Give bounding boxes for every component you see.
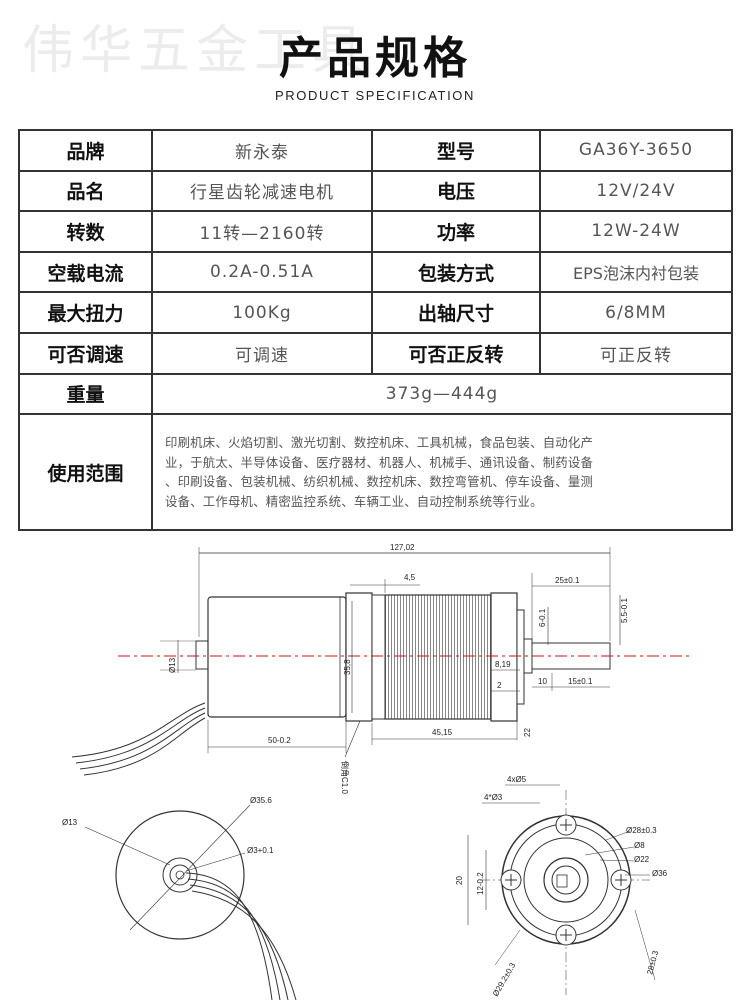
spec-row: 可否调速 可调速 可否正反转 可正反转 [18,331,733,375]
dim-total-length: 127,02 [390,543,415,552]
dim-45-15: 45,15 [432,728,453,737]
spec-value: 新永泰 [151,129,373,172]
front-dim-d29: Ø29.2±0.3 [491,961,518,998]
front-dim-holes4b: 4*Ø3 [484,793,503,802]
dim-chamfer: 倒角C1.0 [340,761,350,794]
spec-label: 最大扭力 [18,291,153,334]
spec-label: 电压 [371,169,541,213]
dim-15: 15±0.1 [568,677,593,686]
application-row: 使用范围 印刷机床、火焰切割、激光切割、数控机床、工具机械，食品包装、自动化产 … [18,413,733,532]
dim-2: 2 [497,681,502,690]
spec-table: 品牌 新永泰 型号 GA36Y-3650 品名 行星齿轮减速电机 电压 12V/… [18,129,733,532]
spec-label: 空载电流 [18,250,153,294]
spec-row: 品名 行星齿轮减速电机 电压 12V/24V [18,169,733,213]
application-text: 印刷机床、火焰切割、激光切割、数控机床、工具机械，食品包装、自动化产 业，于航太… [151,413,733,532]
screw-icon [500,869,522,891]
application-label: 使用范围 [18,413,153,532]
dim-d13: Ø13 [168,657,177,673]
application-line: 印刷机床、火焰切割、激光切割、数控机床、工具机械，食品包装、自动化产 [165,435,594,451]
spec-value: 6/8MM [539,291,733,334]
back-dim-d13: Ø13 [62,818,78,827]
spec-value: 行星齿轮减速电机 [151,169,373,213]
back-view: Ø13 Ø35.6 Ø3+0.1 [62,796,297,1000]
dim-6: 6-0.1 [538,608,547,627]
screw-icon [610,869,632,891]
spec-label: 可否调速 [18,331,153,375]
weight-label: 重量 [18,372,153,416]
spec-label: 品牌 [18,129,153,172]
spec-row: 最大扭力 100Kg 出轴尺寸 6/8MM [18,291,733,334]
side-view: 127,02 4,5 25±0.1 6-0.1 5.5-0.1 Ø13 35,8… [71,543,690,794]
spec-value: 可调速 [151,331,373,375]
spec-label: 转数 [18,210,153,253]
dim-4-5: 4,5 [404,573,416,582]
front-dim-d28: Ø28±0.3 [626,826,657,835]
dim-10: 10 [538,677,547,686]
spec-value: 12W-24W [539,210,733,253]
spec-label: 品名 [18,169,153,213]
spec-row: 品牌 新永泰 型号 GA36Y-3650 [18,129,733,172]
front-view: 4xØ5 4*Ø3 20 12-0.2 Ø28±0.3 Ø8 Ø22 Ø36 Ø… [455,775,668,998]
spec-value: GA36Y-3650 [539,129,733,172]
spec-row: 空载电流 0.2A-0.51A 包装方式 EPS泡沫内衬包装 [18,250,733,294]
spec-value: 0.2A-0.51A [151,250,373,294]
spec-label: 型号 [371,129,541,172]
spec-row: 转数 11转—2160转 功率 12W-24W [18,210,733,253]
application-line: 设备、工作母机、精密监控系统、车辆工业、自动控制系统等行业。 [165,493,543,509]
screw-icon [555,814,577,836]
spec-label: 包装方式 [371,250,541,294]
front-dim-h20: 20 [455,876,464,885]
front-dim-d22: Ø22 [634,855,650,864]
spec-value: 12V/24V [539,169,733,213]
technical-drawing: 127,02 4,5 25±0.1 6-0.1 5.5-0.1 Ø13 35,8… [62,543,690,1000]
dim-5-5: 5.5-0.1 [620,598,629,623]
spec-value: 可正反转 [539,331,733,375]
dim-50: 50-0.2 [268,736,291,745]
spec-label: 出轴尺寸 [371,291,541,334]
page-title: 产品规格 [279,33,471,84]
dim-8-19: 8,19 [495,660,511,669]
weight-value: 373g—444g [151,372,733,416]
watermark: 伟华五金工具 [22,21,371,81]
back-dim-d35-6: Ø35.6 [250,796,272,805]
spec-label: 功率 [371,210,541,253]
spec-value: 11转—2160转 [151,210,373,253]
back-dim-d3: Ø3+0.1 [247,846,274,855]
dim-22: 22 [523,728,532,737]
spec-value: EPS泡沫内衬包装 [539,250,733,294]
front-dim-d8: Ø8 [634,841,645,850]
application-line: 、印刷设备、包装机械、纺织机械、数控机床、数控弯管机、停车设备、量测 [165,474,594,490]
screw-icon [555,924,577,946]
dim-25: 25±0.1 [555,576,580,585]
spec-value: 100Kg [151,291,373,334]
front-dim-d36: Ø36 [652,869,668,878]
front-dim-h12: 12-0.2 [476,872,485,895]
application-line: 业，于航太、半导体设备、医疗器材、机器人、机械手、通讯设备、制药设备 [165,454,594,470]
weight-row: 重量 373g—444g [18,372,733,416]
page-subtitle: PRODUCT SPECIFICATION [275,88,475,103]
dim-35-8: 35,8 [343,659,352,675]
front-dim-holes4: 4xØ5 [507,775,527,784]
spec-label: 可否正反转 [371,331,541,375]
